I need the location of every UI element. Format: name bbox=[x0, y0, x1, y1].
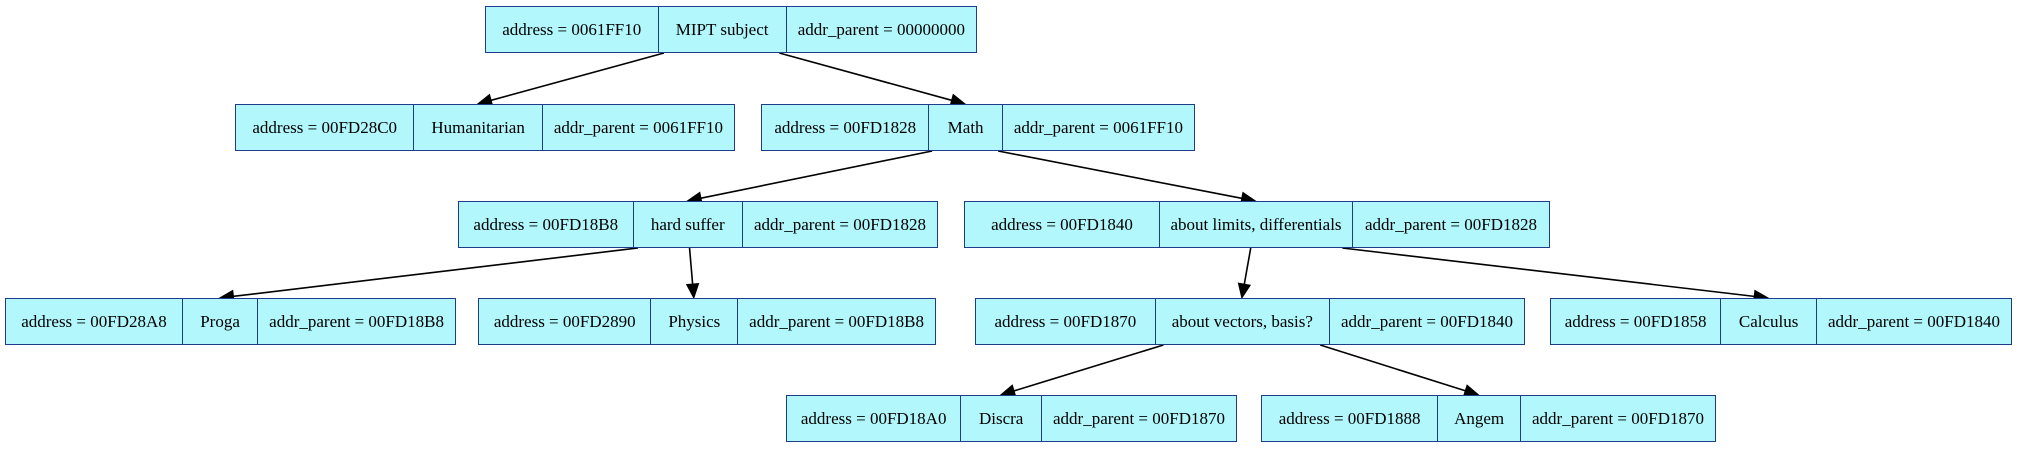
edge-n4-n7 bbox=[1243, 247, 1252, 285]
node-name: Calculus bbox=[1720, 299, 1816, 344]
node-address: address = 00FD18A0 bbox=[800, 408, 947, 428]
node-name: Angem bbox=[1437, 396, 1520, 441]
tree-node-discra: address = 00FD18A0 Discra addr_parent = … bbox=[786, 395, 1237, 442]
node-parent-address: addr_parent = 00FD1828 bbox=[741, 202, 937, 247]
node-address: address = 00FD18B8 bbox=[473, 214, 619, 234]
node-name: Discra bbox=[960, 396, 1041, 441]
tree-node-humanitarian: address = 00FD28C0 Humanitarian addr_par… bbox=[235, 104, 735, 151]
tree-node-physics: address = 00FD2890 Physics addr_parent =… bbox=[478, 298, 936, 345]
tree-node-math: address = 00FD1828 Math addr_parent = 00… bbox=[761, 104, 1195, 151]
node-parent-address: addr_parent = 0061FF10 bbox=[541, 105, 734, 150]
edge-n4-n8 bbox=[1342, 247, 1755, 298]
node-name: Physics bbox=[650, 299, 737, 344]
node-address: address = 00FD1870 bbox=[994, 311, 1137, 331]
edge-n7-n10 bbox=[1320, 344, 1466, 392]
edge-n3-n5 bbox=[233, 247, 639, 298]
tree-node-about-vectors-basis: address = 00FD1870 about vectors, basis?… bbox=[975, 298, 1525, 345]
edge-n2-n4 bbox=[997, 150, 1242, 200]
node-name: hard suffer bbox=[632, 202, 742, 247]
tree-node-angem: address = 00FD1888 Angem addr_parent = 0… bbox=[1261, 395, 1716, 442]
node-parent-address: addr_parent = 00FD1870 bbox=[1040, 396, 1236, 441]
node-parent-address: addr_parent = 00FD1840 bbox=[1328, 299, 1524, 344]
node-address: address = 00FD28A8 bbox=[21, 311, 167, 331]
node-name: Humanitarian bbox=[413, 105, 541, 150]
tree-node-hard-suffer: address = 00FD18B8 hard suffer addr_pare… bbox=[458, 201, 938, 248]
node-address: address = 00FD2890 bbox=[493, 311, 636, 331]
node-address: address = 00FD1858 bbox=[1564, 311, 1707, 331]
tree-node-proga: address = 00FD28A8 Proga addr_parent = 0… bbox=[5, 298, 456, 345]
edge-n0-n2 bbox=[779, 52, 952, 102]
node-parent-address: addr_parent = 00FD1828 bbox=[1352, 202, 1549, 247]
node-address: address = 00FD1840 bbox=[991, 214, 1133, 234]
node-address: address = 0061FF10 bbox=[502, 19, 642, 39]
tree-node-about-limits-differentials: address = 00FD1840 about limits, differe… bbox=[964, 201, 1550, 248]
node-parent-address: addr_parent = 0061FF10 bbox=[1001, 105, 1194, 150]
node-name: Math bbox=[928, 105, 1001, 150]
arrowhead-n4-n7 bbox=[1237, 282, 1252, 300]
node-parent-address: addr_parent = 00FD1870 bbox=[1519, 396, 1715, 441]
node-name: about limits, differentials bbox=[1159, 202, 1352, 247]
edge-n3-n6 bbox=[688, 247, 694, 285]
tree-node-calculus: address = 00FD1858 Calculus addr_parent … bbox=[1550, 298, 2012, 345]
edge-n0-n1 bbox=[490, 52, 665, 102]
tree-node-mipt-subject: address = 0061FF10 MIPT subject addr_par… bbox=[485, 6, 977, 53]
node-parent-address: addr_parent = 00FD1840 bbox=[1815, 299, 2011, 344]
node-parent-address: addr_parent = 00FD18B8 bbox=[257, 299, 455, 344]
node-parent-address: addr_parent = 00000000 bbox=[785, 7, 976, 52]
arrowhead-n3-n6 bbox=[685, 282, 700, 300]
node-name: about vectors, basis? bbox=[1154, 299, 1329, 344]
node-name: Proga bbox=[181, 299, 257, 344]
node-parent-address: addr_parent = 00FD18B8 bbox=[737, 299, 935, 344]
edge-n7-n9 bbox=[1013, 344, 1164, 392]
node-address: address = 00FD1828 bbox=[774, 117, 917, 137]
node-address: address = 00FD1888 bbox=[1278, 408, 1421, 428]
node-name: MIPT subject bbox=[657, 7, 786, 52]
edge-n2-n3 bbox=[700, 150, 933, 199]
node-address: address = 00FD28C0 bbox=[252, 117, 398, 137]
